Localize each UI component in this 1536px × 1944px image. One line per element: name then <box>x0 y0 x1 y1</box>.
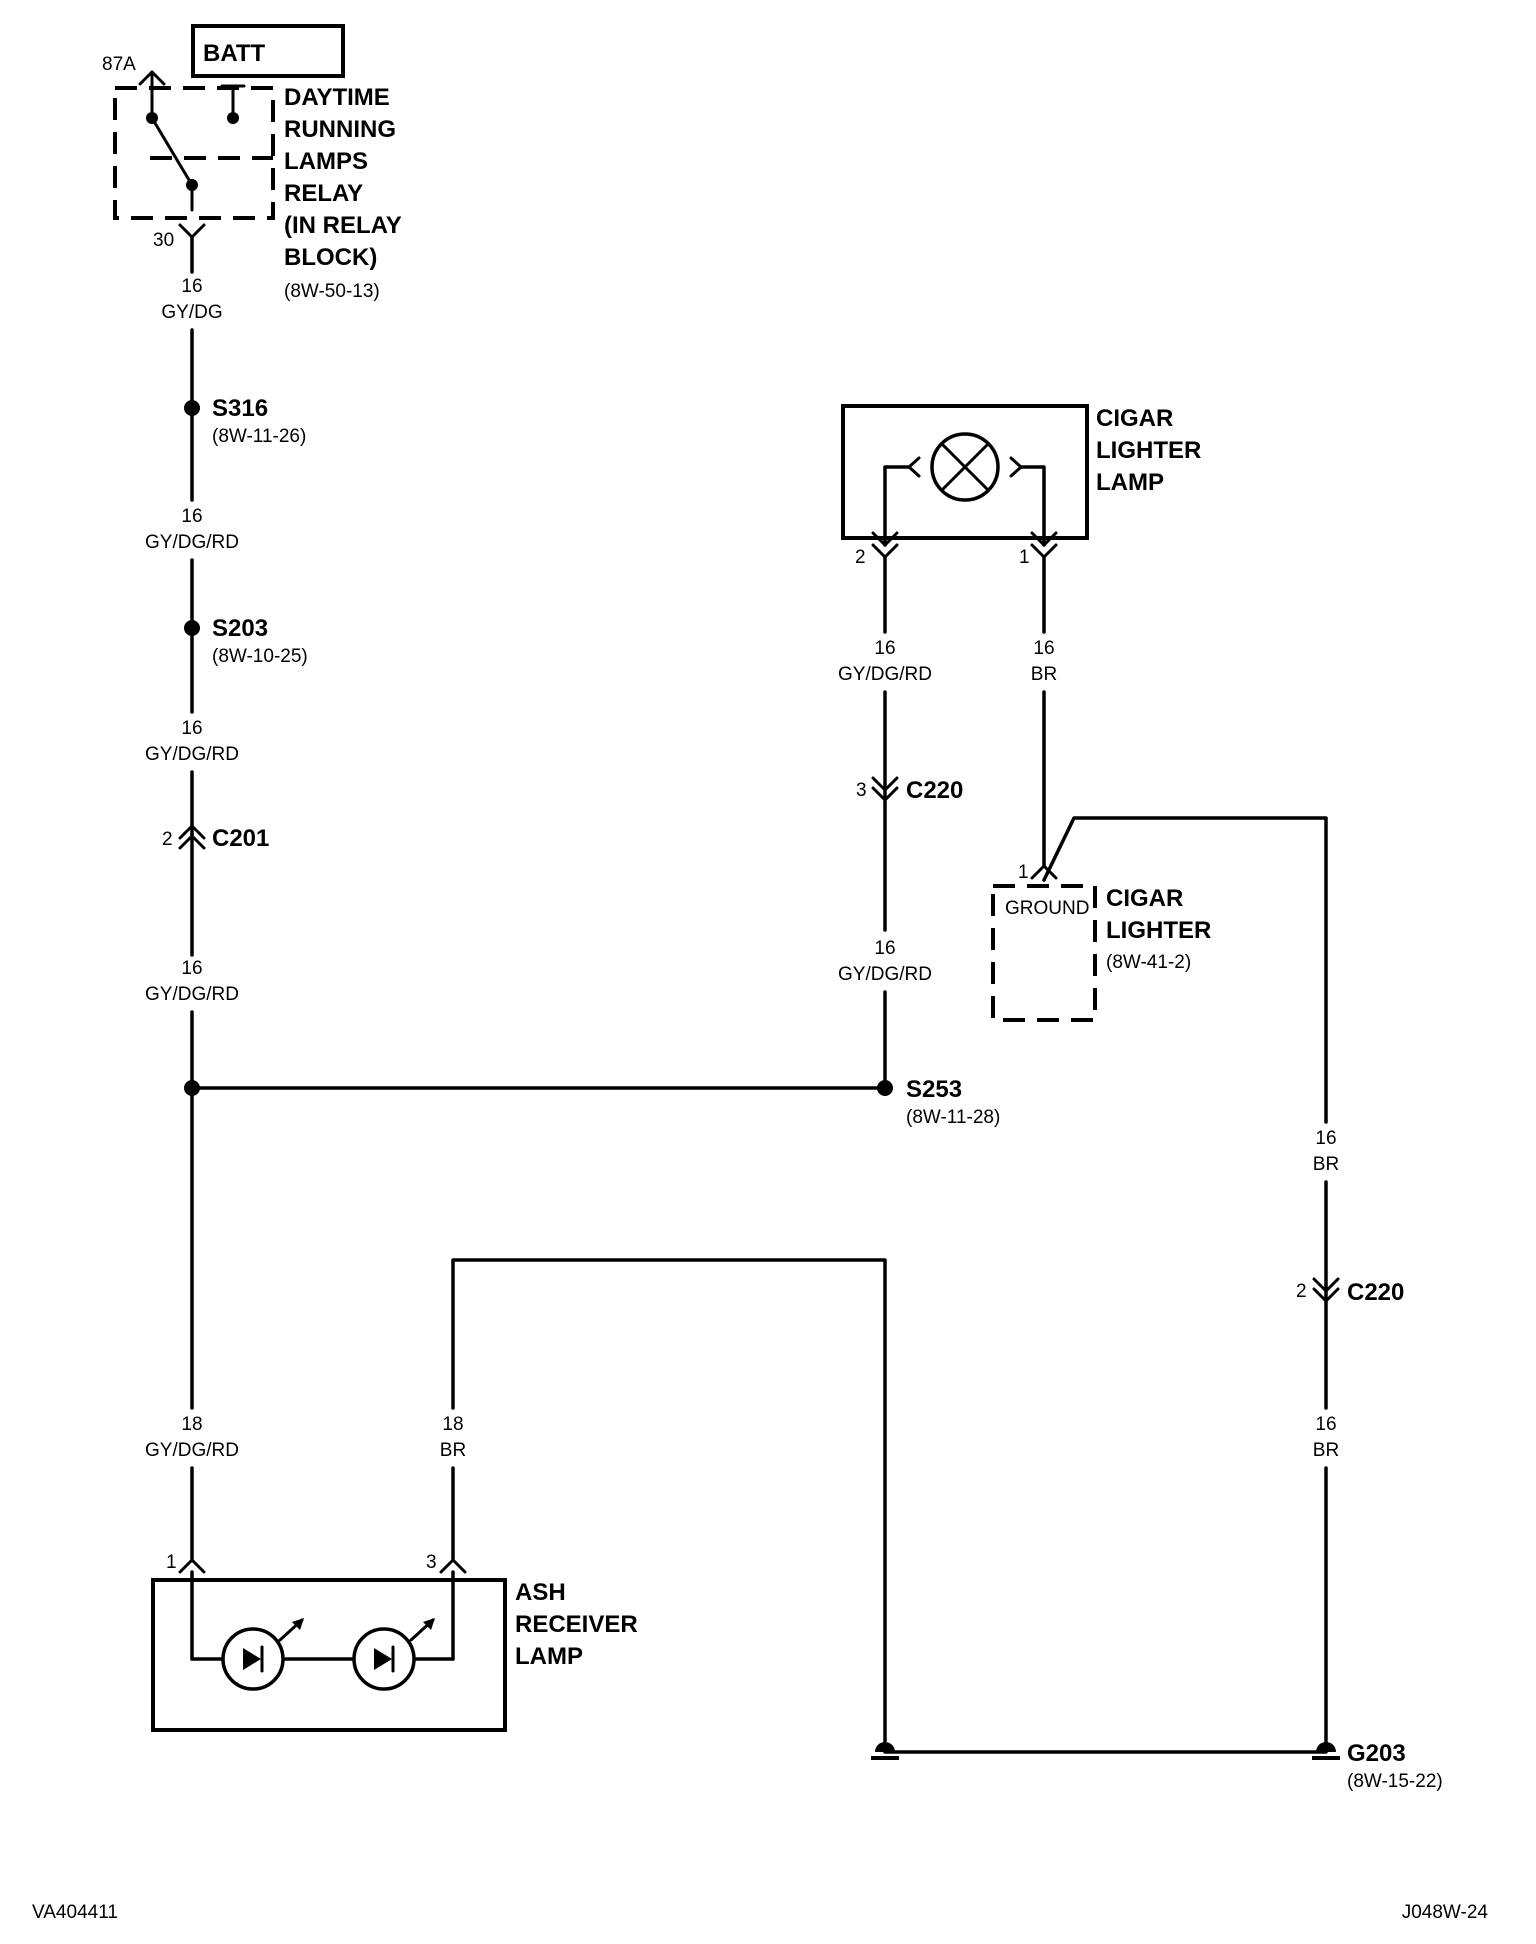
wire-w3-gauge: 16 <box>181 718 202 739</box>
ash-receiver-lamp: 3 ASH RECEIVER LAMP <box>151 1552 638 1732</box>
cigar-lighter: 1 GROUND CIGAR LIGHTER (8W-41-2) <box>991 816 1328 1124</box>
wire-w9-gauge: 16 <box>1033 638 1054 659</box>
wire-w7-gauge: 16 <box>874 638 895 659</box>
pin-arl-1: 1 <box>166 1552 177 1573</box>
batt-label: BATT <box>203 40 266 67</box>
pin-arl-3: 3 <box>426 1552 437 1573</box>
svg-text:LIGHTER: LIGHTER <box>1096 437 1201 464</box>
wire-w2-color: GY/DG/RD <box>145 532 239 553</box>
cigar-lighter-label: CIGAR LIGHTER (8W-41-2) <box>1106 885 1211 973</box>
wire-w11-color: BR <box>1313 1440 1339 1461</box>
connector-c201-symbol <box>178 824 206 850</box>
lamp-bulb-icon <box>930 432 1000 502</box>
relay-switch-blade <box>150 116 194 187</box>
wire-w11-gauge: 16 <box>1315 1414 1336 1435</box>
wire-w8-color: GY/DG/RD <box>838 964 932 985</box>
svg-text:RELAY: RELAY <box>284 180 363 207</box>
wire-w5-color: GY/DG/RD <box>145 1440 239 1461</box>
splice-s253: S253 <box>906 1076 962 1103</box>
svg-text:LAMP: LAMP <box>515 1643 583 1670</box>
connector-c201: C201 <box>212 825 269 852</box>
wire-w4-gauge: 16 <box>181 958 202 979</box>
pin-cll-2: 2 <box>855 547 866 568</box>
wire-w6-gauge: 18 <box>442 1414 463 1435</box>
relay-contact-87 <box>227 112 239 124</box>
cigar-lighter-ground-label: GROUND <box>1005 898 1089 919</box>
ground-icon <box>1312 1742 1340 1760</box>
footer-right-id: J048W-24 <box>1402 1902 1489 1923</box>
ground-g203-ref: (8W-15-22) <box>1347 1771 1443 1792</box>
left-circuit: 16 GY/DG S316 (8W-11-26) 16 GY/DG/RD S20… <box>145 235 887 1574</box>
right-ground-wire: 16 BR 2 C220 16 BR <box>1296 1128 1404 1750</box>
svg-text:CIGAR: CIGAR <box>1096 405 1173 432</box>
footer-left-id: VA404411 <box>32 1902 118 1923</box>
drl-relay-label: DAYTIME RUNNING LAMPS RELAY (IN RELAY BL… <box>284 84 402 302</box>
led-icon <box>352 1618 435 1691</box>
wire-w9-color: BR <box>1031 664 1057 685</box>
svg-text:LAMP: LAMP <box>1096 469 1164 496</box>
wire-w10-color: BR <box>1313 1154 1339 1175</box>
ash-ground-wire: 18 BR <box>440 1258 887 1750</box>
ground-g203-label: G203 <box>1347 1740 1406 1767</box>
wire-w7-color: GY/DG/RD <box>838 664 932 685</box>
wire-w6-color: BR <box>440 1440 466 1461</box>
splice-s253-ref: (8W-11-28) <box>906 1107 1000 1128</box>
connector-c220-bottom-symbol <box>1312 1277 1340 1303</box>
svg-text:(IN RELAY: (IN RELAY <box>284 212 402 239</box>
drl-relay-ref: (8W-50-13) <box>284 281 380 302</box>
wire-w2-gauge: 16 <box>181 506 202 527</box>
wire-w1-color: GY/DG <box>161 302 222 323</box>
connector-c220-top: C220 <box>906 777 963 804</box>
led-icon <box>221 1618 304 1691</box>
cll-feed-wire: 16 GY/DG/RD 3 C220 16 GY/DG/RD S253 (8W-… <box>838 555 1000 1128</box>
pin-c220-top: 3 <box>856 780 867 801</box>
splice-s316-ref: (8W-11-26) <box>212 426 306 447</box>
ash-receiver-lamp-label: ASH RECEIVER LAMP <box>515 1579 638 1670</box>
cigar-lighter-ref: (8W-41-2) <box>1106 952 1191 973</box>
ground-icon <box>871 1742 899 1760</box>
cigar-lighter-lamp: 2 1 CIGAR LIGHTER LAMP <box>841 404 1201 568</box>
pin-cl-1: 1 <box>1018 862 1029 883</box>
cigar-lighter-lamp-label: CIGAR LIGHTER LAMP <box>1096 405 1201 496</box>
cll-ground-wire: 16 BR <box>1031 555 1057 868</box>
splice-s203: S203 <box>212 615 268 642</box>
wire-w3-color: GY/DG/RD <box>145 744 239 765</box>
pin-c201: 2 <box>162 829 173 850</box>
svg-text:BLOCK): BLOCK) <box>284 244 377 271</box>
svg-text:ASH: ASH <box>515 1579 566 1606</box>
svg-text:RUNNING: RUNNING <box>284 116 396 143</box>
pin-c220-bottom: 2 <box>1296 1281 1307 1302</box>
wire-w4-color: GY/DG/RD <box>145 984 239 1005</box>
svg-text:DAYTIME: DAYTIME <box>284 84 390 111</box>
connector-c220-top-symbol <box>871 776 899 802</box>
svg-text:CIGAR: CIGAR <box>1106 885 1183 912</box>
connector-c220-bottom: C220 <box>1347 1279 1404 1306</box>
splice-s203-ref: (8W-10-25) <box>212 646 308 667</box>
splice-s253-dot <box>877 1080 893 1096</box>
svg-text:RECEIVER: RECEIVER <box>515 1611 638 1638</box>
pin-87a: 87A <box>102 54 136 75</box>
wire-w10-gauge: 16 <box>1315 1128 1336 1149</box>
ground-g203: G203 (8W-15-22) <box>871 1740 1443 1792</box>
svg-text:LAMPS: LAMPS <box>284 148 368 175</box>
svg-text:LIGHTER: LIGHTER <box>1106 917 1211 944</box>
pin-30: 30 <box>153 230 174 251</box>
pin-cll-1: 1 <box>1019 547 1030 568</box>
drl-relay: 87A 30 DAYTIME RUNNING LAMPS RELAY (IN R… <box>102 54 402 302</box>
splice-s316: S316 <box>212 395 268 422</box>
batt-box: BATT <box>191 24 345 78</box>
wire-w5-gauge: 18 <box>181 1414 202 1435</box>
wire-w1-gauge: 16 <box>181 276 202 297</box>
wire-w8-gauge: 16 <box>874 938 895 959</box>
